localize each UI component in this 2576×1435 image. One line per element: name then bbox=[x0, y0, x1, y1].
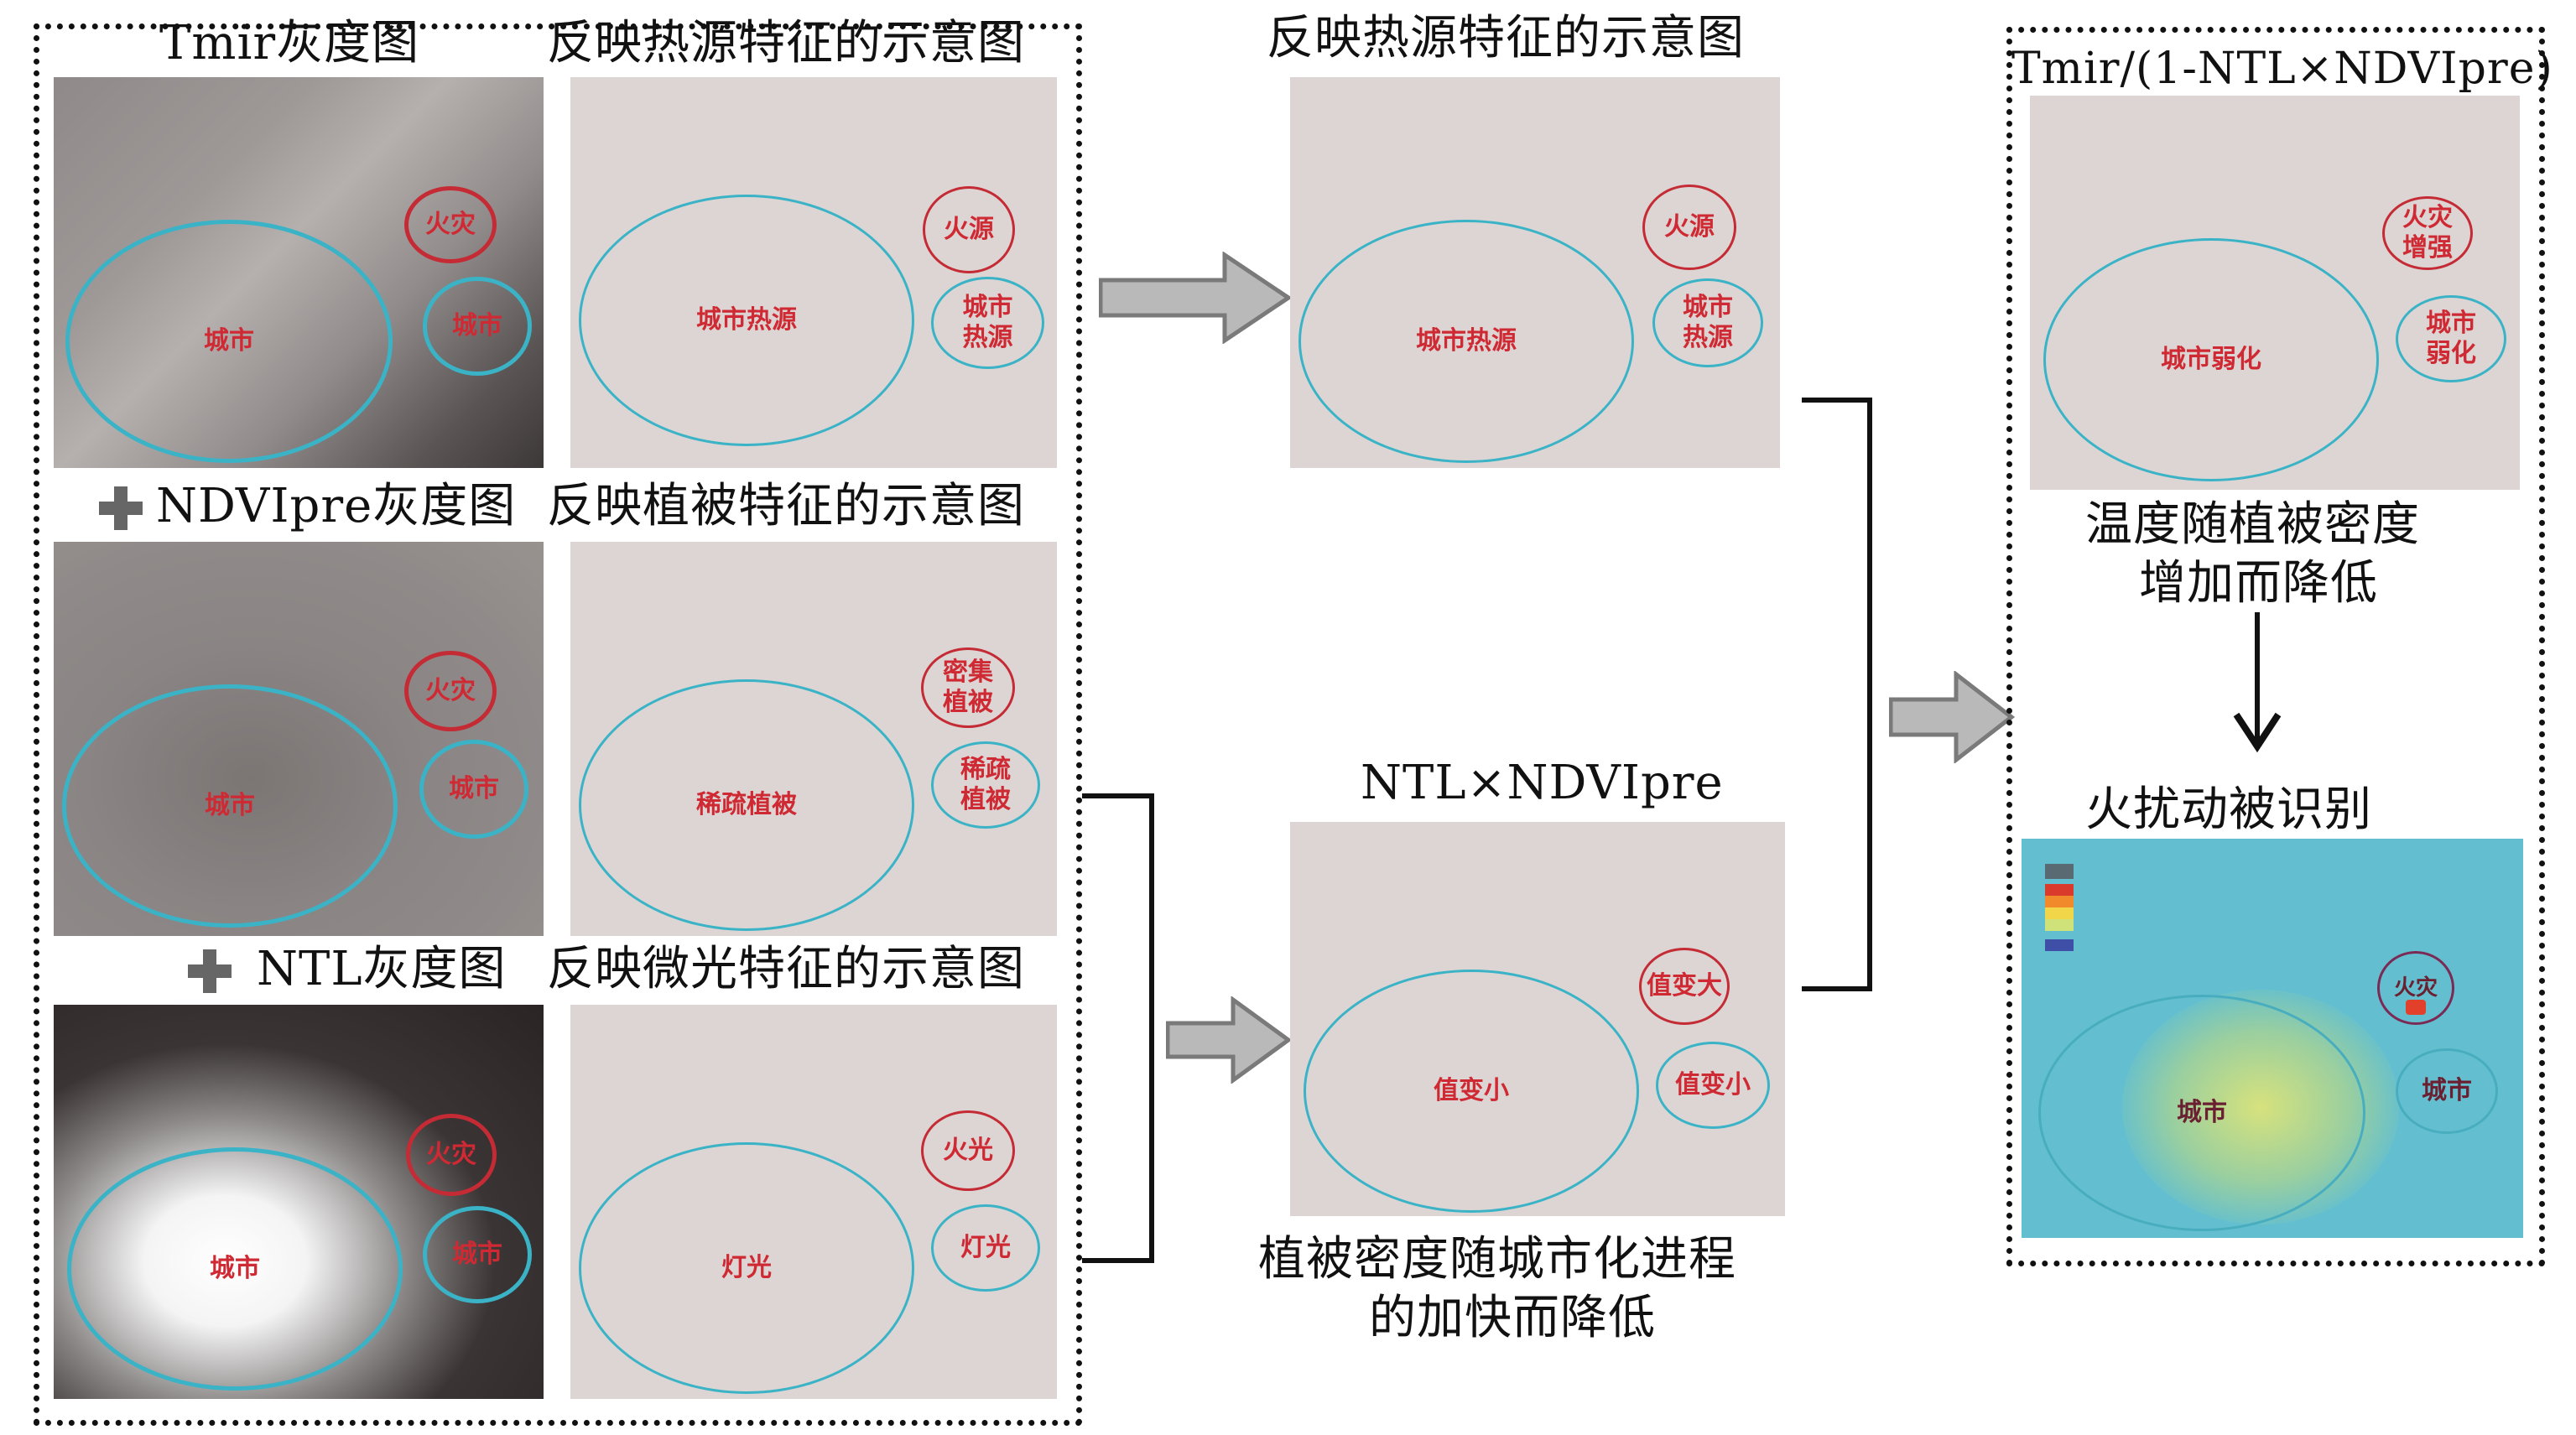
result-title: 火扰动被识别 bbox=[2085, 782, 2372, 837]
small-weakened-ellipse: 城市弱化 bbox=[2396, 295, 2506, 382]
firelight-ellipse: 火光 bbox=[921, 1110, 1015, 1191]
dense-vegetation-ellipse: 密集植被 bbox=[921, 647, 1015, 728]
heat-fire-ellipse: 火灾 bbox=[2377, 951, 2454, 1025]
ratio-sketch: 城市弱化 火灾增强 城市弱化 bbox=[2030, 96, 2520, 490]
small-decrease-ellipse: 值变小 bbox=[1656, 1042, 1770, 1129]
small-city-ellipse: 城市 bbox=[423, 277, 532, 376]
value-decrease-ellipse: 值变小 bbox=[1304, 970, 1639, 1213]
heat-small-city-ellipse: 城市 bbox=[2396, 1048, 2498, 1134]
small-city-ellipse: 城市 bbox=[419, 740, 528, 839]
legend-swatch bbox=[2045, 896, 2074, 907]
fire-hotspot bbox=[2406, 1000, 2426, 1015]
light-ellipse: 灯光 bbox=[579, 1142, 914, 1394]
small-heat-ellipse: 城市热源 bbox=[1652, 278, 1763, 367]
right-output-group bbox=[2006, 27, 2545, 1266]
heat-sketch-image: 城市热源 火源 城市热源 bbox=[570, 77, 1057, 468]
down-arrow-icon bbox=[2233, 712, 2282, 753]
ntl-ndvi-caption-2: 的加快而降低 bbox=[1369, 1291, 1656, 1345]
ntl-ndvi-title: NTL×NDVIpre bbox=[1361, 756, 1724, 810]
tmir-gray-image: 城市 火灾 城市 bbox=[54, 77, 544, 468]
light-sketch-label: 反映微光特征的示意图 bbox=[547, 942, 1025, 996]
heat-sketch-label: 反映热源特征的示意图 bbox=[547, 16, 1025, 70]
value-increase-ellipse: 值变大 bbox=[1639, 948, 1730, 1025]
connector-line bbox=[1082, 1258, 1154, 1263]
ntl-gray-label: NTL灰度图 bbox=[257, 942, 507, 996]
left-input-group bbox=[34, 23, 1082, 1426]
ratio-caption-1: 温度随植被密度 bbox=[2085, 497, 2420, 552]
small-heat-ellipse: 城市热源 bbox=[931, 277, 1044, 369]
plus-icon bbox=[188, 949, 232, 993]
connector-line bbox=[1149, 793, 1154, 1263]
city-ellipse: 城市 bbox=[65, 220, 393, 463]
plus-icon bbox=[99, 486, 143, 530]
ndvi-gray-image: 城市 火灾 城市 bbox=[54, 542, 544, 936]
fire-ellipse: 火灾 bbox=[404, 651, 497, 731]
legend-swatch bbox=[2045, 919, 2074, 931]
flow-arrow-right bbox=[1889, 671, 2015, 763]
vegetation-sketch-label: 反映植被特征的示意图 bbox=[547, 479, 1025, 533]
city-heat-ellipse: 城市热源 bbox=[1298, 220, 1634, 463]
flow-arrow-right bbox=[1166, 996, 1292, 1084]
ratio-caption-2: 增加而降低 bbox=[2139, 556, 2378, 611]
connector-line bbox=[1802, 986, 1872, 991]
heat-city-ellipse: 城市 bbox=[2038, 995, 2365, 1231]
fire-enhanced-ellipse: 火灾增强 bbox=[2382, 196, 2473, 270]
city-ellipse: 城市 bbox=[67, 1147, 403, 1391]
small-city-ellipse: 城市 bbox=[423, 1206, 532, 1303]
ratio-title: Tmir/(1-NTL×NDVIpre) bbox=[2011, 44, 2553, 94]
tmir-gray-label: Tmir灰度图 bbox=[159, 16, 420, 70]
city-heat-ellipse: 城市热源 bbox=[579, 195, 914, 446]
ndvi-gray-label: NDVIpre灰度图 bbox=[156, 479, 517, 533]
light-sketch-image: 灯光 火光 灯光 bbox=[570, 1005, 1057, 1399]
fire-ellipse: 火灾 bbox=[406, 1114, 497, 1196]
connector-line bbox=[1082, 793, 1154, 798]
legend-swatch bbox=[2045, 884, 2074, 896]
ntl-ndvi-caption-1: 植被密度随城市化进程 bbox=[1258, 1232, 1736, 1287]
fire-ellipse: 火灾 bbox=[404, 186, 497, 263]
fire-source-ellipse: 火源 bbox=[1642, 185, 1736, 270]
small-light-ellipse: 灯光 bbox=[931, 1204, 1040, 1292]
small-sparse-ellipse: 稀疏植被 bbox=[931, 741, 1040, 829]
ntl-gray-image: 城市 火灾 城市 bbox=[54, 1005, 544, 1399]
legend-swatch bbox=[2045, 939, 2074, 951]
city-weakened-ellipse: 城市弱化 bbox=[2043, 238, 2379, 481]
fire-source-ellipse: 火源 bbox=[923, 186, 1015, 273]
arrow-shaft bbox=[2255, 612, 2260, 746]
fire-detection-heatmap: 城市 火灾 城市 bbox=[2022, 839, 2523, 1238]
connector-line bbox=[1802, 398, 1872, 403]
city-ellipse: 城市 bbox=[62, 684, 398, 928]
vegetation-sketch-image: 稀疏植被 密集植被 稀疏植被 bbox=[570, 542, 1057, 936]
heatmap-legend bbox=[2045, 864, 2074, 964]
ntl-ndvi-sketch: 值变小 值变大 值变小 bbox=[1290, 822, 1785, 1216]
middle-heat-sketch: 城市热源 火源 城市热源 bbox=[1290, 77, 1780, 468]
legend-swatch bbox=[2045, 907, 2074, 919]
flow-arrow-right bbox=[1099, 252, 1292, 344]
sparse-vegetation-ellipse: 稀疏植被 bbox=[579, 679, 914, 931]
middle-heat-title: 反映热源特征的示意图 bbox=[1267, 11, 1745, 65]
connector-line bbox=[1867, 398, 1872, 991]
